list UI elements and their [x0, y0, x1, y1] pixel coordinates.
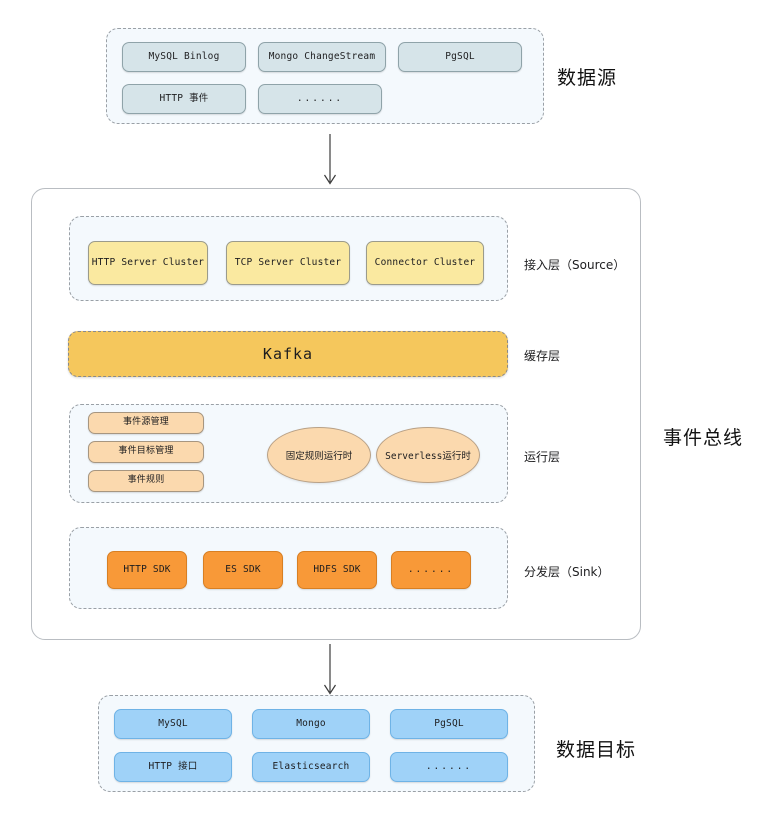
target-node-http-interface[interactable]: HTTP 接口 [114, 752, 232, 782]
runtime-layer-label-text: 运行层 [524, 450, 561, 464]
source-node-label: ...... [296, 92, 344, 104]
runtime-ellipse-serverless-runtime[interactable]: Serverless运行时 [376, 427, 480, 483]
access-layer-label-text: 接入层（Source） [524, 258, 626, 272]
access-node-label: HTTP Server Cluster [91, 256, 205, 268]
event-bus-title: 事件总线 [663, 423, 743, 450]
source-node-label: MySQL Binlog [148, 50, 220, 62]
target-node-label: Elasticsearch [272, 760, 350, 772]
runtime-node-label: 事件目标管理 [118, 446, 174, 457]
sink-node-label: HTTP SDK [123, 563, 171, 575]
data-target-title: 数据目标 [556, 735, 636, 762]
data-source-title: 数据源 [557, 63, 617, 90]
runtime-ellipse-label: Serverless运行时 [385, 451, 471, 462]
runtime-node-event-rule[interactable]: 事件规则 [88, 470, 204, 492]
runtime-layer-label: 运行层 [524, 448, 560, 465]
runtime-node-event-target-management[interactable]: 事件目标管理 [88, 441, 204, 463]
sink-layer-label: 分发层（Sink） [524, 563, 610, 580]
kafka-node[interactable]: Kafka [68, 331, 508, 377]
source-node-label: Mongo ChangeStream [268, 50, 376, 62]
access-node-tcp-server-cluster[interactable]: TCP Server Cluster [226, 241, 350, 285]
access-node-label: TCP Server Cluster [234, 256, 342, 268]
sink-node-es-sdk[interactable]: ES SDK [203, 551, 283, 589]
target-node-more[interactable]: ...... [390, 752, 508, 782]
cache-layer-label: 缓存层 [524, 347, 560, 364]
sink-node-label: ...... [407, 563, 455, 575]
source-node-more[interactable]: ...... [258, 84, 382, 114]
data-target-title-text: 数据目标 [556, 739, 637, 761]
target-node-label: MySQL [158, 717, 188, 729]
arrow-source-to-bus [323, 134, 337, 185]
target-node-mongo[interactable]: Mongo [252, 709, 370, 739]
target-node-mysql[interactable]: MySQL [114, 709, 232, 739]
target-node-pgsql[interactable]: PgSQL [390, 709, 508, 739]
runtime-node-event-source-management[interactable]: 事件源管理 [88, 412, 204, 434]
sink-layer-label-text: 分发层（Sink） [524, 565, 610, 579]
access-node-http-server-cluster[interactable]: HTTP Server Cluster [88, 241, 208, 285]
cache-layer-label-text: 缓存层 [524, 349, 561, 363]
sink-node-label: ES SDK [225, 563, 261, 575]
sink-node-label: HDFS SDK [313, 563, 361, 575]
source-node-http-event[interactable]: HTTP 事件 [122, 84, 246, 114]
event-bus-title-text: 事件总线 [663, 427, 744, 449]
access-layer-label: 接入层（Source） [524, 256, 625, 273]
runtime-node-label: 事件规则 [127, 475, 165, 486]
sink-node-more[interactable]: ...... [391, 551, 471, 589]
source-node-label: PgSQL [445, 50, 475, 62]
sink-node-http-sdk[interactable]: HTTP SDK [107, 551, 187, 589]
target-node-elasticsearch[interactable]: Elasticsearch [252, 752, 370, 782]
arrow-bus-to-target [323, 644, 337, 695]
target-node-label: Mongo [296, 717, 326, 729]
data-source-title-text: 数据源 [557, 67, 618, 89]
target-node-label: ...... [425, 760, 473, 772]
runtime-ellipse-label: 固定规则运行时 [285, 451, 353, 462]
source-node-mongo-changestream[interactable]: Mongo ChangeStream [258, 42, 386, 72]
target-node-label: HTTP 接口 [148, 760, 198, 772]
runtime-ellipse-fixed-rule-runtime[interactable]: 固定规则运行时 [267, 427, 371, 483]
sink-node-hdfs-sdk[interactable]: HDFS SDK [297, 551, 377, 589]
source-node-pgsql[interactable]: PgSQL [398, 42, 522, 72]
source-node-label: HTTP 事件 [159, 92, 209, 104]
kafka-node-label: Kafka [262, 344, 314, 363]
target-node-label: PgSQL [434, 717, 464, 729]
source-node-mysql-binlog[interactable]: MySQL Binlog [122, 42, 246, 72]
runtime-node-label: 事件源管理 [122, 417, 169, 428]
access-node-connector-cluster[interactable]: Connector Cluster [366, 241, 484, 285]
access-node-label: Connector Cluster [374, 256, 476, 268]
